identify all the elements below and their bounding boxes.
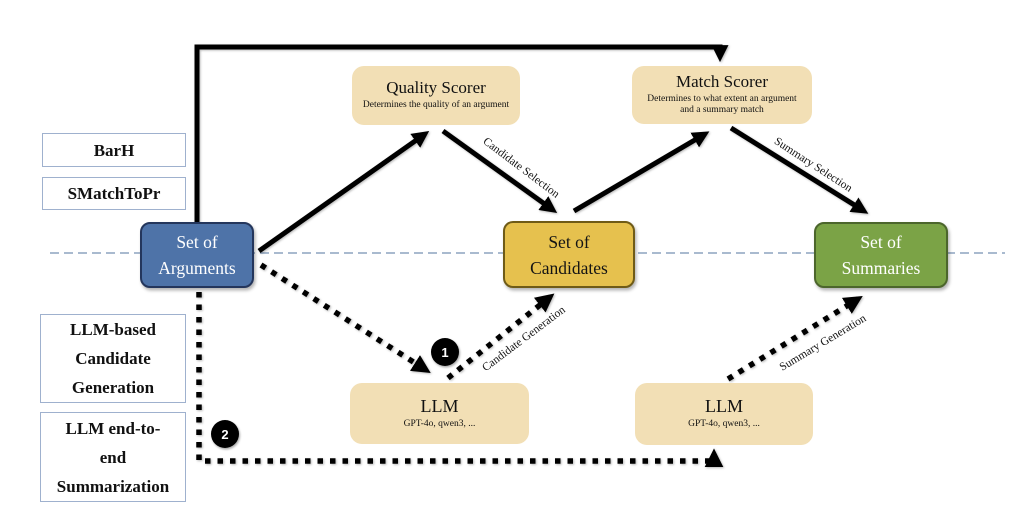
set-of-summaries-node: Set of Summaries [814, 222, 948, 288]
dotted-arrow-arguments-to-llm-right-end-to-end [196, 292, 724, 468]
step-1-badge-number: 1 [441, 344, 449, 360]
step-2-badge-number: 2 [221, 426, 229, 442]
llm-left-title: LLM [420, 395, 459, 416]
arrow-arguments-to-match-scorer [194, 44, 729, 225]
match-scorer-title: Match Scorer [675, 72, 769, 92]
step-1-badge: 1 [431, 338, 459, 366]
legend-llm-e2e-line-2: end [99, 447, 127, 467]
summaries-line-2: Summaries [841, 258, 921, 278]
match-scorer-node: Match Scorer Determines to what extent a… [632, 66, 812, 124]
legend-llm-cg-line-2: Candidate [75, 349, 151, 368]
arguments-line-2: Arguments [158, 258, 236, 278]
legend-smatchtopr-label: SMatchToPr [67, 184, 161, 203]
legend-barh: BarH [42, 133, 186, 167]
legend-llm-cg-line-3: Generation [71, 378, 155, 397]
arrow-quality-scorer-to-candidates [441, 128, 558, 213]
dotted-arrow-arguments-to-llm-left [259, 262, 431, 374]
legend-smatchtopr: SMatchToPr [42, 177, 186, 210]
candidates-line-1: Set of [548, 231, 590, 252]
arrow-match-scorer-to-summaries [729, 125, 869, 214]
arrow-arguments-to-quality-scorer [257, 131, 430, 254]
match-scorer-subtitle: Determines to what extent an argument an… [647, 93, 797, 116]
set-of-arguments-node: Set of Arguments [140, 222, 254, 288]
llm-left-subtitle: GPT-4o, qwen3, ... [403, 418, 476, 429]
quality-scorer-title: Quality Scorer [386, 78, 486, 98]
llm-right-node: LLM GPT-4o, qwen3, ... [635, 383, 813, 445]
arguments-line-1: Set of [176, 232, 218, 252]
quality-scorer-subtitle: Determines the quality of an argument [362, 100, 510, 111]
summaries-line-1: Set of [860, 232, 902, 252]
legend-llm-end-to-end: LLM end-to- end Summarization [40, 412, 186, 502]
dotted-arrow-llm-right-to-summaries [726, 296, 863, 382]
dotted-arrow-llm-left-to-candidates [446, 293, 555, 381]
llm-right-subtitle: GPT-4o, qwen3, ... [688, 419, 760, 430]
legend-llm-candidate-generation: LLM-based Candidate Generation [40, 314, 186, 403]
llm-left-node: LLM GPT-4o, qwen3, ... [350, 383, 529, 444]
legend-llm-cg-line-1: LLM-based [70, 320, 156, 339]
legend-barh-label: BarH [93, 140, 135, 160]
candidates-line-2: Candidates [530, 257, 608, 278]
llm-right-title: LLM [705, 396, 743, 417]
arrow-candidates-to-match-scorer [572, 131, 710, 214]
quality-scorer-node: Quality Scorer Determines the quality of… [352, 66, 520, 125]
legend-llm-e2e-line-1: LLM end-to- [65, 418, 161, 438]
step-2-badge: 2 [211, 420, 239, 448]
set-of-candidates-node: Set of Candidates [503, 221, 635, 288]
legend-llm-e2e-line-3: Summarization [56, 476, 170, 496]
